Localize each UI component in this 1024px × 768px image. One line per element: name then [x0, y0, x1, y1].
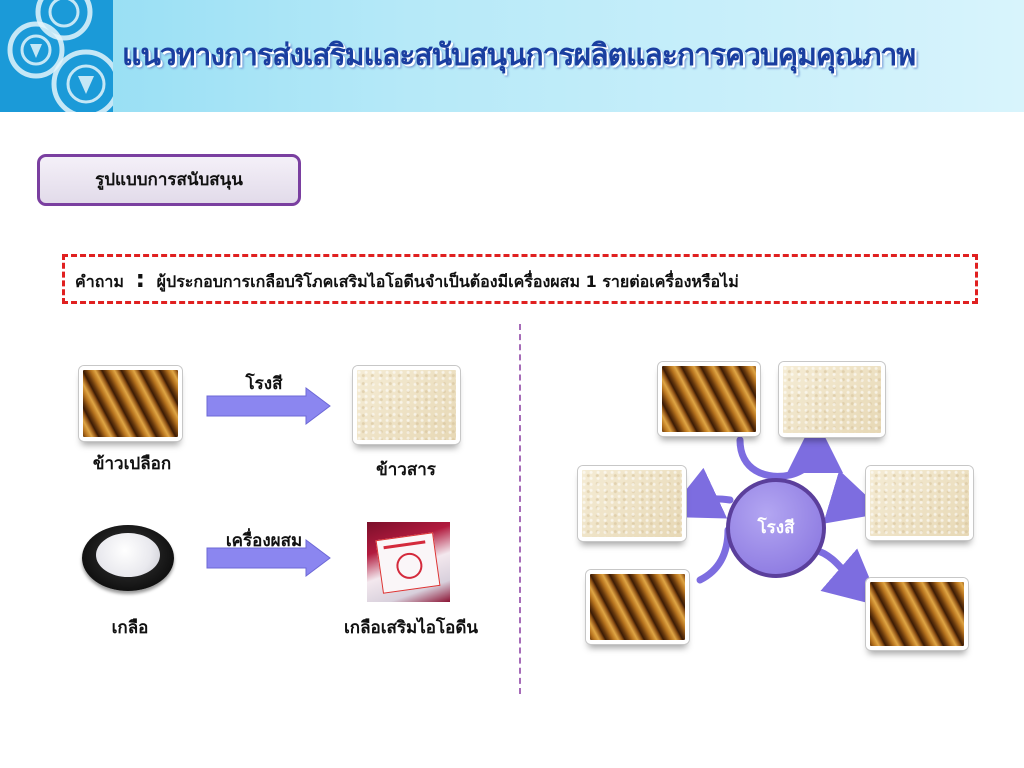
- salt-heap: [96, 533, 160, 577]
- milled-rice-label: ข้าวสาร: [376, 460, 436, 480]
- rice-mill-node: โรงสี: [726, 478, 826, 578]
- paddy-rice-photo: [79, 366, 182, 441]
- right-arrow-icon: [206, 387, 331, 425]
- question-separator: :: [135, 265, 146, 293]
- paddy-rice-photo: [658, 362, 760, 436]
- mill-process-label: โรงสี: [245, 374, 283, 394]
- paddy-rice-photo: [866, 578, 968, 650]
- header-bar: แนวทางการส่งเสริมและสนับสนุนการผลิตและกา…: [0, 0, 1024, 112]
- page-title: แนวทางการส่งเสริมและสนับสนุนการผลิตและกา…: [122, 38, 916, 73]
- question-label: คำถาม: [75, 272, 124, 291]
- paddy-rice-photo: [586, 570, 689, 644]
- emblem-logo: [0, 0, 113, 112]
- section-divider: [519, 324, 521, 694]
- iodized-salt-label: เกลือเสริมไอโอดีน: [343, 618, 479, 638]
- milled-rice-photo: [353, 366, 460, 444]
- question-text: ผู้ประกอบการเกลือบริโภคเสริมไอโอดีนจำเป็…: [156, 272, 739, 291]
- emblem-logo-icon: [7, 0, 113, 112]
- right-arrow-icon: [206, 539, 331, 577]
- milled-rice-photo: [866, 466, 973, 540]
- support-model-label: รูปแบบการสนับสนุน: [37, 154, 301, 206]
- milled-rice-photo: [779, 362, 885, 437]
- mixer-process-label: เครื่องผสม: [225, 531, 303, 551]
- paddy-rice-label: ข้าวเปลือก: [92, 454, 172, 474]
- milled-rice-photo: [578, 466, 686, 541]
- question-box: คำถาม : ผู้ประกอบการเกลือบริโภคเสริมไอโอ…: [62, 254, 978, 304]
- iodized-salt-package-photo: [367, 522, 450, 602]
- salt-label: เกลือ: [111, 618, 149, 638]
